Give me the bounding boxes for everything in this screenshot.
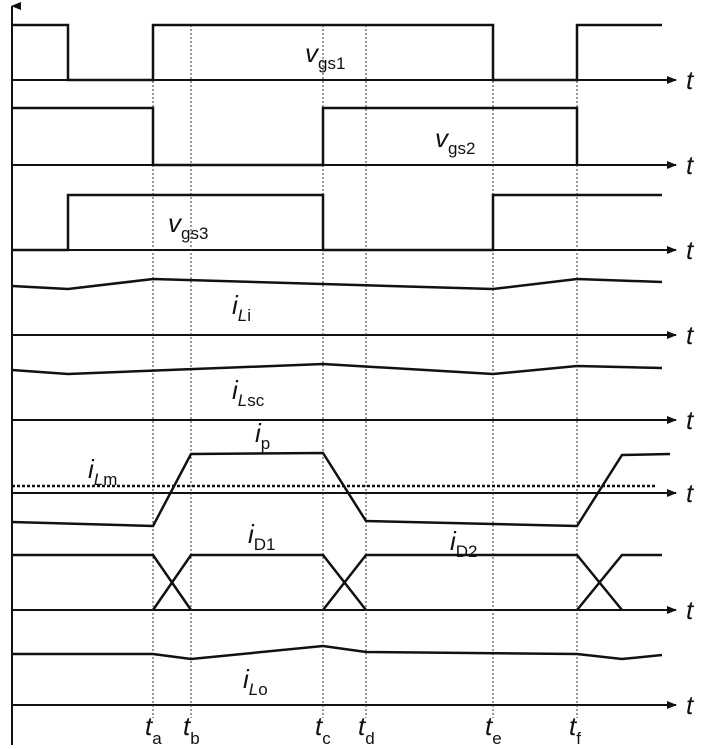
waveform-vgs1: [12, 23, 662, 82]
signal-label-iLo: iLo: [243, 664, 268, 699]
time-marker-label-d: td: [358, 711, 375, 748]
waveform-ip: [11, 451, 671, 528]
axis-label-t: t: [686, 478, 695, 508]
time-marker-label-c: tc: [315, 711, 331, 748]
signal-label-iD2: iD2: [450, 526, 478, 561]
waveform-vgs2: [12, 106, 579, 167]
waveform-iD2b: [576, 553, 662, 611]
time-marker-label-a: ta: [145, 711, 162, 748]
waveform-iLi: [11, 277, 663, 291]
signal-label-iD1: iD1: [248, 519, 276, 554]
axis-label-t: t: [686, 150, 695, 180]
waveforms: [11, 23, 671, 661]
time-marker-label-e: te: [485, 711, 502, 748]
axis-label-t: t: [686, 595, 695, 625]
axis-label-t: t: [686, 65, 695, 95]
axis-label-t: t: [686, 235, 695, 265]
signal-label-vgs1: vgs1: [305, 38, 345, 73]
waveform-iLo: [12, 644, 663, 661]
waveform-vgs3: [12, 193, 662, 252]
signal-label-vgs3: vgs3: [168, 208, 208, 243]
waveform-iD1a: [12, 553, 193, 611]
signal-label-ip: ip: [255, 418, 270, 453]
signal-label-iLi: iLi: [232, 290, 251, 325]
axis-label-t: t: [686, 320, 695, 350]
time-marker-lines: [152, 25, 578, 718]
signal-label-iLm: iLm: [88, 454, 117, 489]
time-marker-label-b: tb: [183, 711, 200, 748]
axis-label-t: t: [686, 690, 695, 720]
axis-label-t: t: [686, 405, 695, 435]
waveform-iLsc: [11, 362, 663, 376]
signal-label-vgs2: vgs2: [435, 123, 475, 158]
signal-label-iLsc: iLsc: [232, 375, 265, 410]
time-marker-label-f: tf: [569, 711, 581, 748]
